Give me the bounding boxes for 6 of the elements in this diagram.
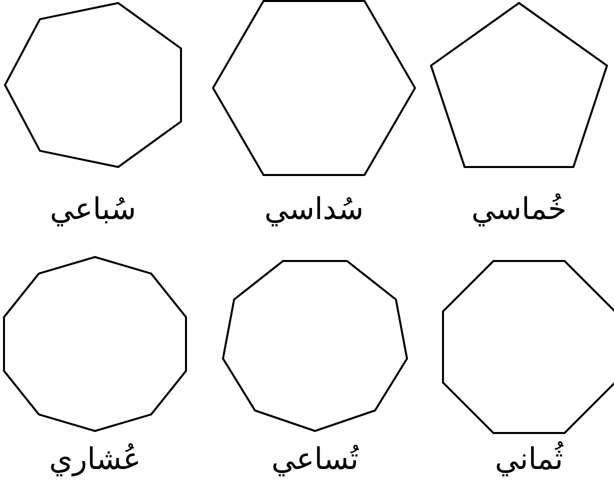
shape-name: تُساعي: [271, 442, 359, 477]
shape-name: خُماسي: [471, 192, 567, 227]
shape-name: سُباعي: [50, 192, 136, 227]
shape-name: سُداسي: [264, 192, 364, 227]
shape-name: ثُماني: [494, 442, 564, 477]
shape-name: عُشاري: [49, 442, 141, 477]
